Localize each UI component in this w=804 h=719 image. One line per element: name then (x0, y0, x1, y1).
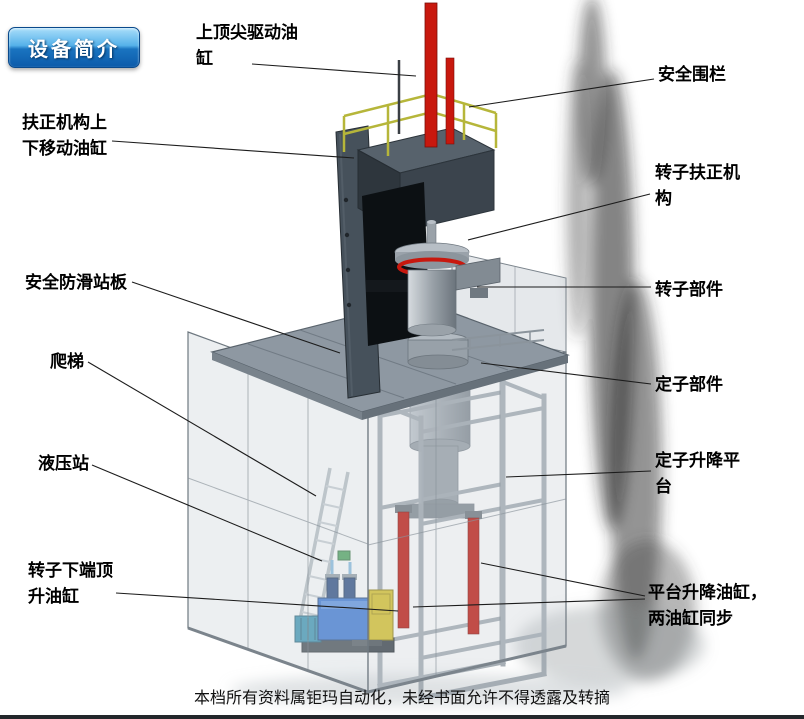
top-cylinder-rod (397, 2, 455, 148)
hydraulic-station-graphic (294, 550, 395, 653)
label-centering-lift-cylinder: 扶正机构上下移动油缸 (22, 113, 107, 158)
label-rotor-jack-cylinder: 转子下端顶升油缸 (28, 561, 113, 606)
lift-frame (377, 377, 547, 703)
title-badge: 设备简介 (8, 27, 140, 68)
label-ladder: 爬梯 (50, 352, 84, 371)
title-badge-label: 设备简介 (28, 39, 120, 61)
label-platform-lift-cylinders: 平台升降油缸，两油缸同步 (648, 583, 767, 628)
confidentiality-notice: 本档所有资料属钜玛自动化，未经书面允许不得透露及转摘 (193, 690, 610, 707)
smoke-shadow (230, 0, 705, 706)
rotor-assembly (366, 220, 501, 337)
label-stator-part: 定子部件 (655, 375, 723, 394)
label-upper-spindle-cylinder: 上顶尖驱动油缸 (196, 23, 298, 68)
label-rotor-part: 转子部件 (655, 280, 723, 299)
label-stator-lift-platform: 定子升降平台 (655, 451, 740, 496)
column-frame (335, 125, 496, 399)
label-hydraulic-station: 液压站 (38, 454, 89, 473)
ladder-graphic (296, 467, 350, 635)
bottom-divider (0, 715, 804, 719)
plate-rails (451, 329, 545, 351)
stator-flange-stack (407, 332, 469, 370)
label-safety-fence: 安全围栏 (658, 65, 726, 84)
platform-lift-cylinders (395, 505, 482, 635)
platform-plate (210, 299, 570, 420)
leader-lines (87, 63, 655, 612)
label-antislip-platform: 安全防滑站板 (25, 273, 127, 292)
label-rotor-centering-mechanism: 转子扶正机构 (655, 163, 740, 208)
